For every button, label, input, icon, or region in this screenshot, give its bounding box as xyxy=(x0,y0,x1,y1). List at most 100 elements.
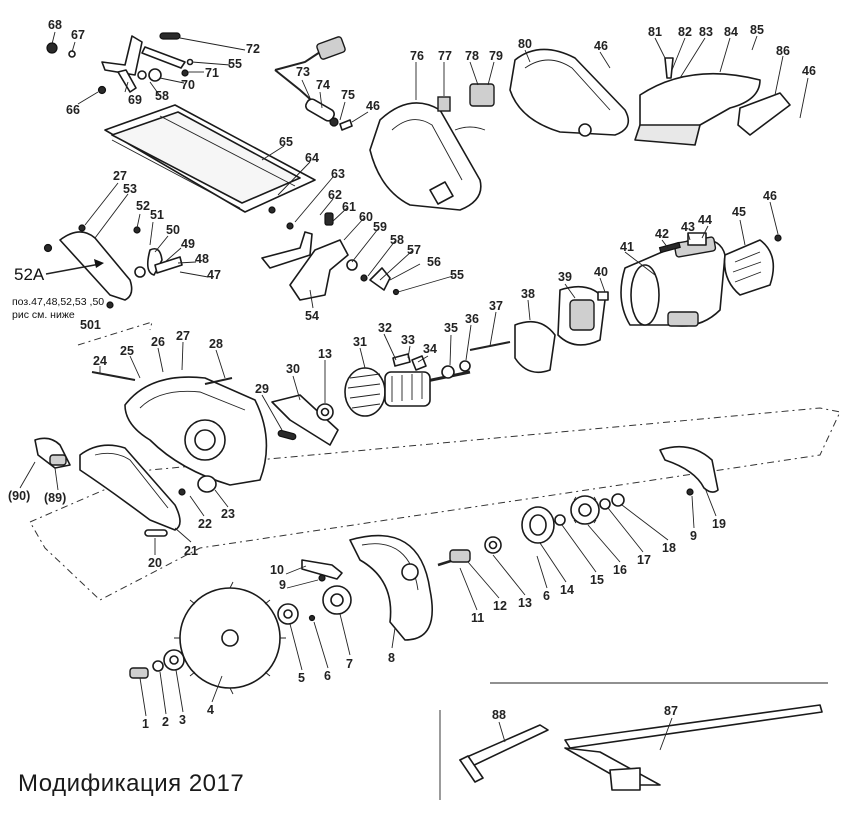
callout-79: 79 xyxy=(489,49,503,63)
callout-14: 14 xyxy=(560,583,574,597)
callout-11: 11 xyxy=(471,611,484,625)
positions-note-line-2: рис см. ниже xyxy=(12,309,75,321)
callout-55: 55 xyxy=(228,57,242,71)
callout-38: 38 xyxy=(521,287,535,301)
callout-3: 3 xyxy=(179,713,186,727)
rip-fence-69 xyxy=(101,35,143,93)
switch-77-79 xyxy=(437,83,495,131)
callout-32: 32 xyxy=(378,321,392,335)
handle-half-76 xyxy=(369,102,482,211)
brush-holder-32-34 xyxy=(392,353,427,371)
callout-34: 34 xyxy=(423,342,437,356)
callout-45: 45 xyxy=(732,205,746,219)
sub-assembly-arrow xyxy=(45,259,104,275)
modification-title: Модификация 2017 xyxy=(18,770,245,797)
callout-65: 65 xyxy=(279,135,293,149)
handle-cover-84 xyxy=(634,57,791,146)
armature-31 xyxy=(344,341,511,417)
callout-40: 40 xyxy=(594,265,608,279)
callout-58: 58 xyxy=(155,89,169,103)
callout-46-d: 46 xyxy=(763,189,777,203)
callout-13-a: 13 xyxy=(318,347,332,361)
power-cable-73-75 xyxy=(274,36,353,131)
brush-parts-42-44 xyxy=(658,232,782,254)
callout-81: 81 xyxy=(648,25,662,39)
callout-39: 39 xyxy=(558,270,572,284)
gear-housing-25 xyxy=(91,371,268,486)
sub-assembly-label: 52A xyxy=(14,265,45,284)
tools-area xyxy=(439,682,828,800)
bush-23 xyxy=(197,475,217,493)
callout-24: 24 xyxy=(93,354,107,368)
callout-16: 16 xyxy=(613,563,627,577)
callout-6-a: 6 xyxy=(543,589,550,603)
assembly-boundary-line xyxy=(29,407,841,601)
callout-60: 60 xyxy=(359,210,373,224)
callout-9-a: 9 xyxy=(690,529,697,543)
callout-49: 49 xyxy=(181,237,195,251)
callout-28: 28 xyxy=(209,337,223,351)
gear-train-11-19 xyxy=(437,445,719,567)
callout-20: 20 xyxy=(148,556,162,570)
callout-21: 21 xyxy=(184,544,198,558)
callout-52: 52 xyxy=(136,199,150,213)
depth-adjust-parts-54-64 xyxy=(261,206,400,301)
dust-port-89-90 xyxy=(34,437,71,469)
callout-48: 48 xyxy=(195,252,209,266)
callout-19: 19 xyxy=(712,517,726,531)
rear-guard-21 xyxy=(79,444,186,537)
callout-13-b: 13 xyxy=(518,596,532,610)
callout-12: 12 xyxy=(493,599,507,613)
callout-46-a: 46 xyxy=(366,99,380,113)
positions-note-line-1: поз.47,48,52,53 ,50 xyxy=(12,296,105,308)
callout-88: 88 xyxy=(492,708,506,722)
callout-71: 71 xyxy=(205,66,219,80)
callout-1: 1 xyxy=(142,717,149,731)
flange-and-bolt-1-3 xyxy=(129,649,185,679)
callout-58-b: 58 xyxy=(390,233,404,247)
callout-80: 80 xyxy=(518,37,532,51)
callout-51: 51 xyxy=(150,208,164,222)
callout-17: 17 xyxy=(637,553,651,567)
callout-27-b: 27 xyxy=(176,329,190,343)
callout-59: 59 xyxy=(373,220,387,234)
base-plate-65 xyxy=(104,104,316,213)
callout-25: 25 xyxy=(120,344,134,358)
callout-46-b: 46 xyxy=(594,39,608,53)
callout-47: 47 xyxy=(207,268,221,282)
callout-31: 31 xyxy=(353,335,367,349)
upper-blade-guard-8 xyxy=(349,534,434,641)
callout-26: 26 xyxy=(151,335,165,349)
callout-84: 84 xyxy=(724,25,738,39)
small-parts-66-72 xyxy=(46,32,194,95)
callout-30: 30 xyxy=(286,362,300,376)
callout-42: 42 xyxy=(655,227,669,241)
handle-half-80 xyxy=(509,48,630,137)
callout-53: 53 xyxy=(123,182,137,196)
callout-7: 7 xyxy=(346,657,353,671)
callout-67: 67 xyxy=(71,28,85,42)
baffle-38 xyxy=(514,320,556,374)
callout-27-a: 27 xyxy=(113,169,127,183)
callout-63: 63 xyxy=(331,167,345,181)
callout-labels: 68 67 66 69 72 55 71 70 58 73 74 75 46 7… xyxy=(8,18,816,731)
callout-87: 87 xyxy=(664,704,678,718)
callout-72: 72 xyxy=(246,42,260,56)
callout-70: 70 xyxy=(181,78,195,92)
callout-6-b: 6 xyxy=(324,669,331,683)
callout-64: 64 xyxy=(305,151,319,165)
callout-9-b: 9 xyxy=(279,578,286,592)
callout-35: 35 xyxy=(444,321,458,335)
callout-62: 62 xyxy=(328,188,342,202)
leader-lines xyxy=(19,31,809,751)
callout-54: 54 xyxy=(305,309,319,323)
callout-69: 69 xyxy=(128,93,142,107)
callout-78: 78 xyxy=(465,49,479,63)
callout-86: 86 xyxy=(776,44,790,58)
callout-41: 41 xyxy=(620,240,634,254)
guard-parts-47-52 xyxy=(133,226,183,278)
callout-66: 66 xyxy=(66,103,80,117)
callout-68: 68 xyxy=(48,18,62,32)
callout-22: 22 xyxy=(198,517,212,531)
